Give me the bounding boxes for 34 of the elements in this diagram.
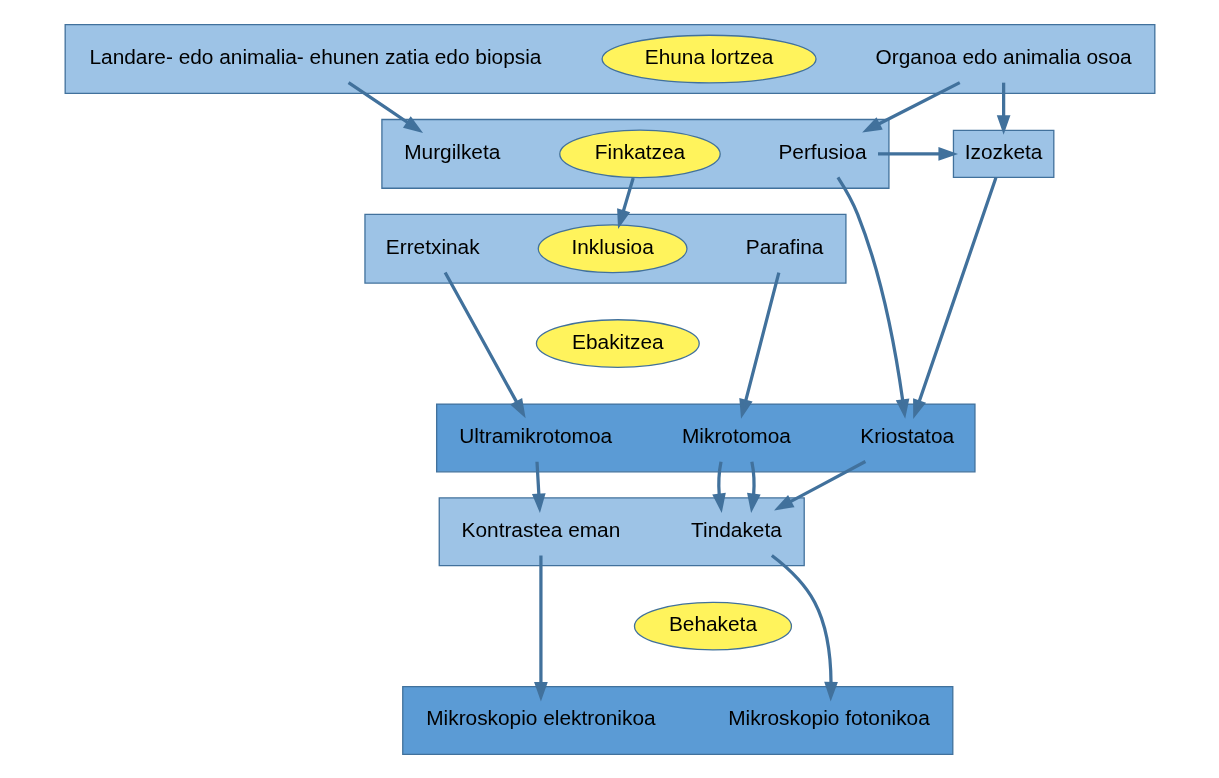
node-ellipse: Finkatzea [558, 128, 721, 178]
cluster [401, 685, 953, 755]
node-text: Mikroskopio elektronikoa [425, 705, 656, 729]
arrow [533, 555, 548, 702]
node-text: Mikroskopio fotonikoa [727, 705, 930, 729]
arrow [616, 177, 635, 229]
node-text: Ultramikrotomoa [458, 423, 612, 447]
arrow [746, 460, 761, 513]
arrow [711, 460, 726, 513]
cluster [363, 213, 847, 284]
node-text: Perfusioa [777, 139, 866, 163]
arrow [531, 461, 546, 513]
arrow [912, 176, 997, 419]
node-text: Erretxinak [385, 234, 480, 258]
arrow [347, 80, 423, 133]
arrow [877, 146, 958, 161]
arrow [861, 80, 960, 132]
cluster [435, 402, 976, 472]
node-text: Organoa edo animalia osoa [875, 44, 1132, 68]
node-ellipse: Ehuna lortzea [600, 34, 817, 83]
cluster [64, 23, 1155, 94]
node-text: Kriostatoa [859, 423, 954, 447]
node-text: Mikrotomoa [681, 423, 791, 447]
node-text: Kontrastea eman [461, 517, 620, 541]
node-text: Parafina [745, 234, 823, 258]
node-ellipse: Inklusioa [537, 223, 688, 273]
node-text: Landare- edo animalia- ehunen zatia edo biopsia [88, 44, 541, 68]
node-box: Izozketa [952, 129, 1054, 178]
node-text: Tindaketa [690, 517, 782, 541]
arrow [996, 82, 1010, 135]
node-text: Murgilketa [403, 139, 500, 163]
arrow [773, 459, 866, 510]
node-ellipse: Behaketa [633, 601, 792, 651]
node-ellipse: Ebakitzea [535, 318, 700, 368]
